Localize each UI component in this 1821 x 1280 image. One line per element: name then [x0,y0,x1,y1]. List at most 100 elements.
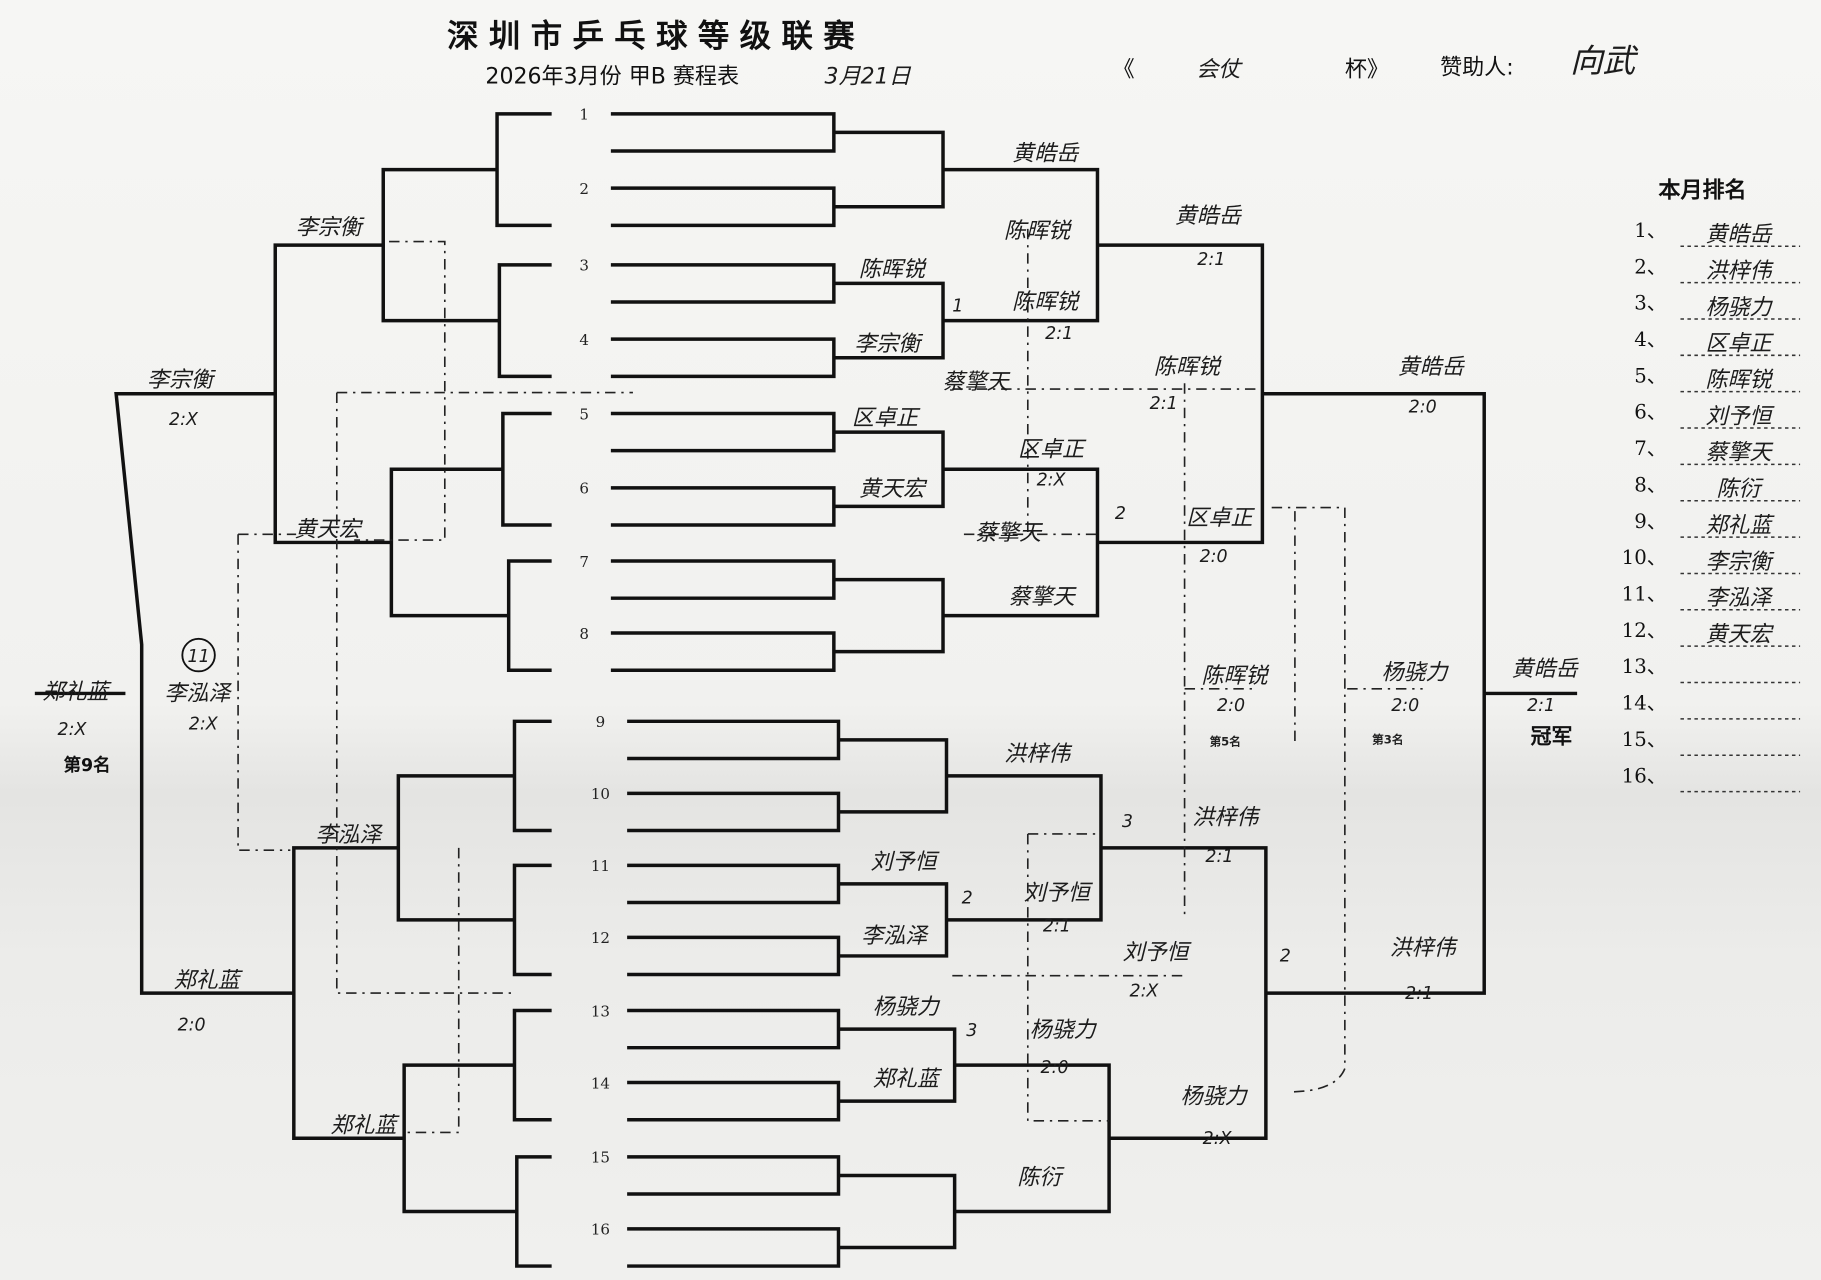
slot-number: 5 [579,405,589,423]
rank-player-name: 李宗衡 [1705,550,1774,575]
bracket-connector [381,167,500,323]
slot-number: 7 [579,553,589,571]
slot-lines [627,791,841,833]
champion-label: 冠军 [1531,724,1573,748]
player-name: 陈衍 [1017,1166,1065,1191]
slot-number: 12 [591,929,610,947]
eleventh-place-score: 2:X [189,714,219,734]
player-name: 李宗衡 [296,216,365,241]
slot-lines [610,486,836,527]
match-score: 2:1 [1043,917,1071,937]
player-name: 陈晖锐 [1154,355,1222,380]
slot-number: 2 [579,180,589,198]
rank-number: 6、 [1634,401,1666,424]
slot-lines [627,863,841,905]
sponsor-name: 向武 [1570,42,1639,80]
fifth-place-name: 陈晖锐 [1201,664,1269,689]
rank-player-name: 区卓正 [1705,332,1774,357]
slot-lines [627,719,841,761]
player-name: 郑礼蓝 [174,968,244,993]
slot-number: 10 [591,785,610,803]
fifth-place-label: 第5名 [1210,735,1241,749]
rank-number: 10、 [1622,546,1667,569]
player-name: 杨骁力 [873,995,941,1020]
match-score: 2:0 [1041,1058,1069,1078]
bracket-connector [838,1173,957,1250]
monthly-ranking: 本月排名 1、黄皓岳2、洪梓伟3、杨骁力4、区卓正5、陈晖锐6、刘予恒7、蔡擎天… [1622,177,1801,793]
player-name: 黄天宏 [294,518,363,543]
bracket-connector [389,467,509,618]
third-place-label: 第3名 [1372,732,1403,746]
rank-number: 9、 [1634,510,1666,533]
rank-number: 1、 [1634,219,1666,242]
eleventh-circle [181,637,216,673]
player-name: 蔡擎天 [975,521,1043,546]
cup-close: 杯》 [1345,58,1389,83]
bracket-connector [396,774,515,922]
winners-bracket: 黄皓岳 陈晖锐 李宗衡 区卓正 黄天宏 蔡擎天 洪梓伟 刘予恒 李泓泽 杨骁力 … [852,141,1580,1190]
player-name: 陈晖锐 [1004,219,1072,244]
rank-number: 4、 [1634,328,1666,351]
bracket-connector [512,1008,552,1122]
slot-lines [610,186,836,228]
bracket-connector [512,719,552,833]
slot-number: 16 [591,1221,610,1239]
slot-lines [610,112,836,153]
rank-player-name: 陈衍 [1716,477,1764,502]
round-mark: 1 [952,296,963,316]
bracket-connector [497,263,552,379]
eleventh-place-name: 李泓泽 [164,681,232,706]
slot-lines [627,1155,841,1196]
round-mark: 2 [1280,947,1291,967]
player-name: 陈晖锐 [1012,290,1080,315]
match-score: 2:1 [1405,984,1433,1004]
match-date: 3月21日 [825,65,912,90]
round-mark: 3 [1122,812,1133,832]
final-score: 2:1 [1527,696,1555,716]
slot-number: 8 [579,625,589,643]
player-name: 黄天宏 [859,477,928,502]
bracket-connector [1262,392,1486,995]
player-name: 李宗衡 [854,332,923,357]
player-name: 郑礼蓝 [330,1113,400,1138]
slot-lines [627,935,841,977]
rank-number: 3、 [1634,292,1666,315]
match-score: 2:1 [1197,250,1225,270]
match-score: 2:X [1129,982,1159,1002]
bracket-lines [34,112,1578,1268]
rank-number: 5、 [1634,364,1666,387]
rank-number: 7、 [1634,437,1666,460]
schedule-subtitle: 2026年3月份 甲B 赛程表 [485,65,739,90]
bracket-connector [501,411,552,527]
player-name: 杨骁力 [1030,1018,1098,1043]
match-score: 2:0 [178,1015,206,1035]
slot-lines [610,559,836,600]
match-score: 2:1 [1045,324,1073,344]
rank-number: 2、 [1634,255,1666,278]
champion-name: 黄皓岳 [1512,657,1580,682]
round-mark: 2 [962,889,973,909]
rank-player-name: 李泓泽 [1705,586,1773,611]
sponsor-label: 赞助人: [1440,55,1514,80]
rank-player-name: 陈晖锐 [1705,368,1773,393]
ninth-place-label: 第9名 [64,755,111,776]
slot-lines [627,1227,841,1268]
fifth-place-score: 2:0 [1217,696,1245,716]
player-name: 杨骁力 [1181,1084,1249,1109]
player-name: 黄皓岳 [1175,204,1243,229]
slot-lines [610,337,836,379]
player-name: 陈晖锐 [859,257,927,282]
match-score: 2:X [169,410,199,430]
match-score: 2:X [1037,471,1067,491]
player-name: 黄皓岳 [1012,141,1080,166]
player-name: 郑礼蓝 [873,1067,943,1092]
ninth-place-name: 郑礼蓝 [42,680,112,705]
bracket-connector [495,112,552,228]
slot-lines [627,1008,841,1050]
round-mark: 3 [966,1021,977,1041]
player-name: 区卓正 [1186,506,1255,531]
player-name: 区卓正 [852,406,921,431]
player-name: 洪梓伟 [1004,742,1073,767]
